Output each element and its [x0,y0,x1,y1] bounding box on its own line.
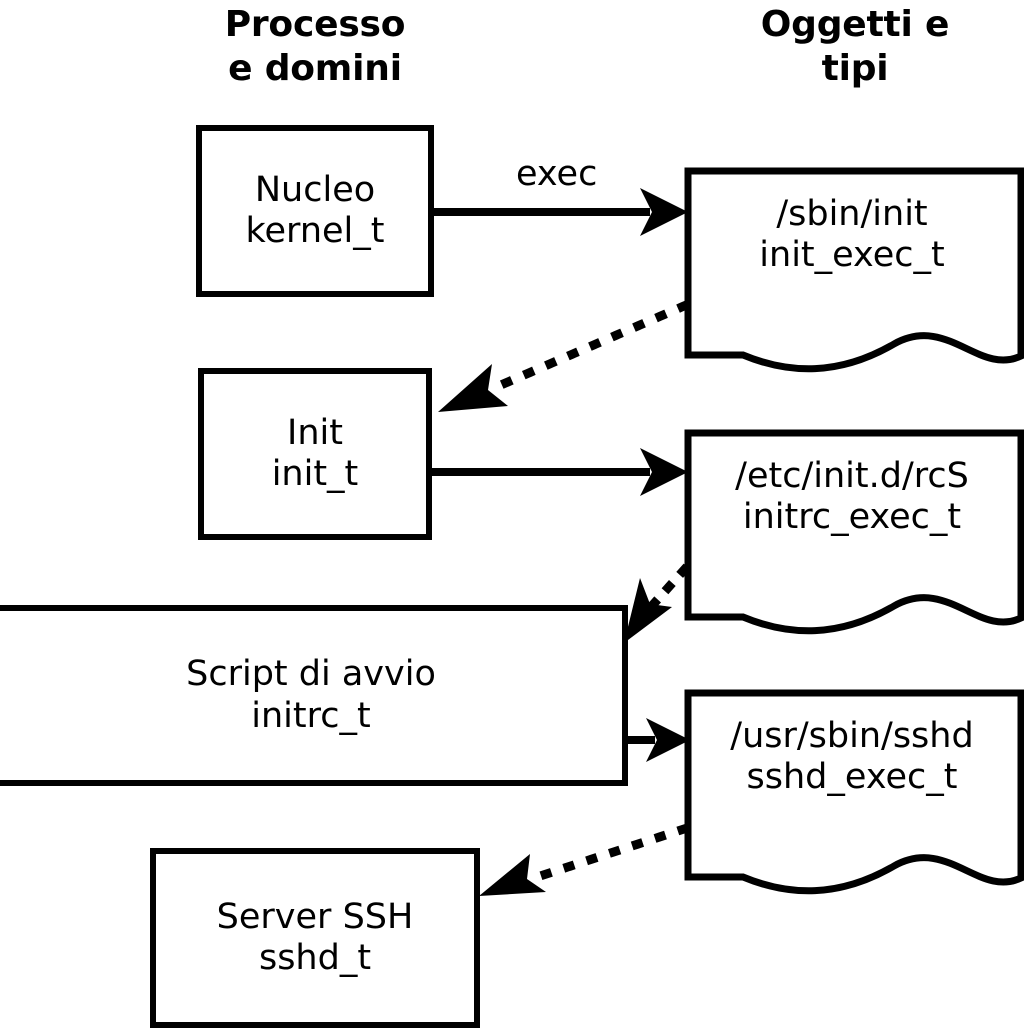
process-box-sshd-type: sshd_t [258,938,372,978]
edge-label-exec: exec [516,154,598,194]
edge-init-to-initrc-exec [432,448,688,496]
column-header-objects: Oggetti e tipi [760,4,950,89]
process-box-sshd-name: Server SSH [216,896,414,937]
process-box-sshd[interactable]: Server SSH sshd_t [150,848,480,1028]
document-shape-icon [684,689,1024,895]
object-document-initrc-exec[interactable]: /etc/init.d/rcS initrc_exec_t [679,424,1024,639]
process-box-initrc[interactable]: Script di avvio initrc_t [0,605,628,786]
edge-sshd-exec-to-sshd [479,823,690,896]
process-box-kernel-name: Nucleo [254,169,376,210]
object-document-sshd-exec[interactable]: /usr/sbin/sshd sshd_exec_t [679,684,1024,899]
object-document-init-exec[interactable]: /sbin/init init_exec_t [679,162,1024,377]
process-box-init-type: init_t [271,454,359,494]
process-box-kernel[interactable]: Nucleo kernel_t [196,125,434,297]
process-box-initrc-type: initrc_t [251,695,371,736]
process-box-init[interactable]: Init init_t [198,368,432,540]
column-header-processes: Processo e domini [224,4,406,89]
process-box-kernel-type: kernel_t [245,211,385,251]
document-shape-icon [684,429,1024,635]
edge-kernel-to-init-exec [434,188,688,236]
edge-init-exec-to-init [438,300,690,412]
process-box-init-name: Init [287,412,343,453]
document-shape-icon [684,167,1024,373]
edge-initrc-exec-to-initrc [624,563,691,643]
process-box-initrc-name: Script di avvio [186,654,436,695]
